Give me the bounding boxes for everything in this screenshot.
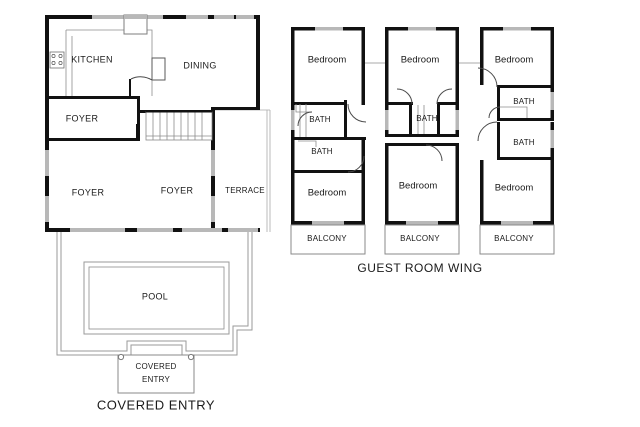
- guest-right-bath-top: BATH: [513, 97, 535, 106]
- guest-right-bedroom-bottom: Bedroom: [495, 183, 534, 194]
- room-label-foyer-upper: FOYER: [66, 113, 99, 123]
- guest-right-bedroom-top: Bedroom: [495, 55, 534, 66]
- room-label-dining: DINING: [183, 60, 216, 70]
- kitchen-window-bay: [123, 14, 148, 35]
- kitchen-door-jamb: [129, 79, 131, 96]
- guest-middle-bath: BATH: [416, 114, 438, 123]
- guest-unit-middle: Bedroom BATH Bedroom BALCONY: [384, 27, 460, 255]
- foyer-stub-wall: [136, 124, 140, 140]
- covered-entry-structure: [117, 353, 195, 394]
- guest-room-wing-plan: Bedroom BATH BATH Bedroom BALCONY: [290, 27, 555, 275]
- room-label-pool: POOL: [142, 291, 168, 301]
- guest-middle-bedroom-bottom: Bedroom: [399, 181, 438, 192]
- guest-middle-bedroom-top: Bedroom: [401, 55, 440, 66]
- guest-unit-right: Bedroom BATH BATH Bedroom BALCONY: [477, 27, 555, 255]
- guest-left-bath-bottom: BATH: [311, 147, 333, 156]
- staircase: [145, 110, 213, 141]
- stove-icon: [49, 51, 65, 69]
- main-house-windows: [45, 15, 258, 232]
- deck-outline: [56, 232, 253, 356]
- guest-unit-left: Bedroom BATH BATH Bedroom BALCONY: [290, 27, 367, 255]
- guest-right-balcony: BALCONY: [494, 234, 534, 243]
- pool-shape: [83, 261, 230, 335]
- guest-left-balcony: BALCONY: [307, 234, 347, 243]
- room-label-covered-entry-line2: ENTRY: [142, 375, 170, 384]
- kitchen-door: [130, 57, 166, 81]
- room-label-covered-entry-line1: COVERED: [136, 362, 177, 371]
- room-label-kitchen: KITCHEN: [71, 54, 113, 64]
- main-house-caption: COVERED ENTRY: [97, 397, 215, 412]
- room-label-foyer-lower: FOYER: [72, 187, 105, 197]
- guest-middle-balcony: BALCONY: [400, 234, 440, 243]
- guest-right-bath-bottom: BATH: [513, 138, 535, 147]
- guest-wing-caption: GUEST ROOM WING: [357, 261, 482, 275]
- guest-left-bath-top: BATH: [309, 115, 331, 124]
- main-house-plan: KITCHEN DINING FOYER FOYER FOYER TERRACE…: [45, 14, 271, 412]
- room-label-foyer-center: FOYER: [161, 185, 194, 195]
- room-label-terrace: TERRACE: [225, 186, 265, 195]
- guest-left-bedroom-top: Bedroom: [308, 55, 347, 66]
- guest-left-bedroom-bottom: Bedroom: [308, 188, 347, 199]
